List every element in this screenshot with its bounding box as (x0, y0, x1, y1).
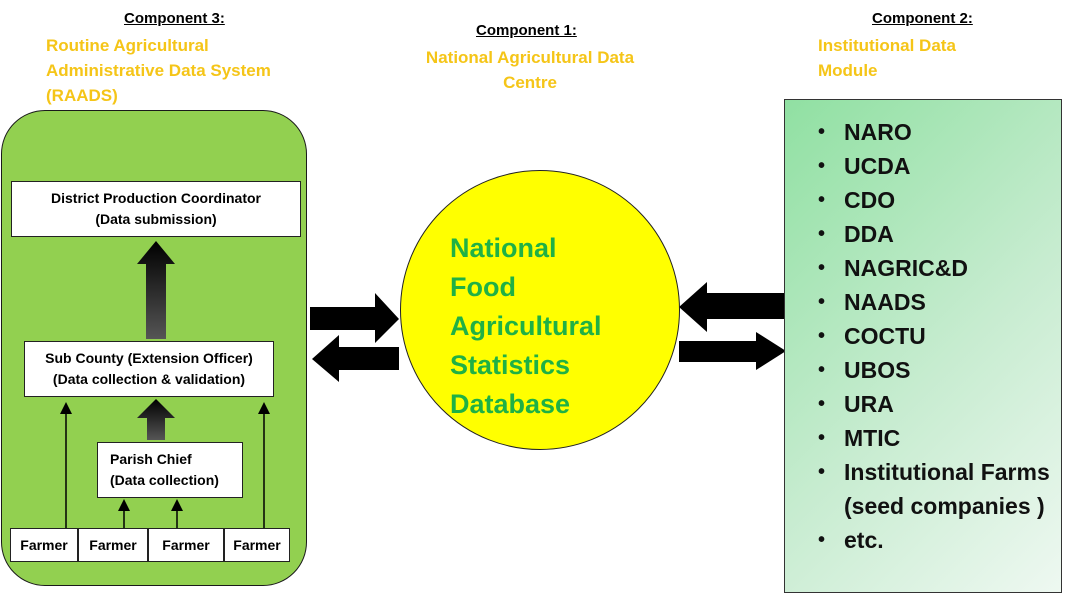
sub-county-box: Sub County (Extension Officer) (Data col… (24, 341, 274, 397)
institution-item: • COCTU (816, 319, 1056, 353)
district-box-line: (Data submission) (95, 211, 217, 227)
bullet-icon: • (818, 291, 826, 313)
database-circle (400, 170, 680, 450)
bullet-icon: • (818, 257, 826, 279)
bullet-icon: • (818, 189, 826, 211)
arrow-database-to-institutions (679, 332, 786, 370)
institution-item: • CDO (816, 183, 1056, 217)
sub-county-box-line: (Data collection & validation) (52, 371, 246, 387)
component-3-title-line: Routine Agricultural (46, 36, 209, 55)
institution-name: UCDA (844, 153, 911, 179)
component-3-label: Component 3: (124, 10, 225, 27)
database-label-line: Database (450, 389, 571, 419)
district-coordinator-box: District Production Coordinator (Data su… (11, 181, 301, 237)
institution-name: UBOS (844, 357, 911, 383)
institution-item: • NAADS (816, 285, 1056, 319)
up-arrow-to-district (137, 241, 175, 339)
arrow-database-to-raads (312, 335, 399, 382)
institution-name: URA (844, 391, 894, 417)
institution-item: • DDA (816, 217, 1056, 251)
farmer-box: Farmer (10, 528, 78, 562)
institution-name: NAADS (844, 289, 926, 315)
institution-name: Institutional Farms (seed companies ) (844, 459, 1050, 519)
component-3-title-line: (RAADS) (46, 86, 118, 105)
bullet-icon: • (818, 359, 826, 381)
institution-item: • Institutional Farms (seed companies ) (816, 455, 1056, 523)
arrow-institutions-to-database (679, 282, 786, 332)
component-3-title: Routine Agricultural Administrative Data… (46, 33, 271, 108)
component-1-title-line: Centre (503, 73, 557, 92)
component-2-title-line: Institutional Data (818, 36, 956, 55)
institution-name: COCTU (844, 323, 926, 349)
component-1-title-line: National Agricultural Data (425, 48, 635, 67)
institution-name: MTIC (844, 425, 901, 451)
bullet-icon: • (818, 427, 826, 449)
database-label-line: Agricultural (450, 311, 602, 341)
arrow-raads-to-database (310, 293, 399, 343)
bullet-icon: • (818, 393, 826, 415)
database-label-line: Statistics (450, 350, 571, 380)
component-3-title-line: Administrative Data System (46, 61, 271, 80)
component-2-label: Component 2: (872, 10, 973, 27)
parish-chief-box: Parish Chief (Data collection) (97, 442, 243, 498)
institution-item: • NAGRIC&D (816, 251, 1056, 285)
sub-county-box-line: Sub County (Extension Officer) (45, 350, 253, 366)
bullet-icon: • (818, 529, 826, 551)
bullet-icon: • (818, 223, 826, 245)
component-2-title-line: Module (818, 61, 878, 80)
district-box-line: District Production Coordinator (51, 190, 261, 206)
institution-item: • NARO (816, 115, 1056, 149)
institutions-panel (784, 99, 1062, 593)
institution-name: CDO (844, 187, 896, 213)
institution-name: NARO (844, 119, 912, 145)
component-1-title: National Agricultural Data Centre (380, 45, 680, 95)
institution-item: • UBOS (816, 353, 1056, 387)
database-label-line: National (450, 233, 557, 263)
farmer-box: Farmer (78, 528, 148, 562)
parish-box-line: (Data collection) (110, 472, 219, 488)
institution-name: DDA (844, 221, 894, 247)
institution-name: NAGRIC&D (844, 255, 968, 281)
bullet-icon: • (818, 155, 826, 177)
component-2-title: Institutional Data Module (818, 33, 956, 83)
up-arrow-to-sub-county (137, 399, 175, 440)
bullet-icon: • (818, 325, 826, 347)
institutions-list: • NARO • UCDA • CDO • DDA • NAGRIC&D • NAADS •… (816, 115, 1056, 557)
parish-box-line: Parish Chief (110, 451, 192, 467)
farmer-box: Farmer (224, 528, 290, 562)
bullet-icon: • (818, 461, 826, 483)
institution-item: • UCDA (816, 149, 1056, 183)
bullet-icon: • (818, 121, 826, 143)
institution-name: etc. (844, 527, 884, 553)
institution-item: • MTIC (816, 421, 1056, 455)
institution-item: • etc. (816, 523, 1056, 557)
database-label-line: Food (450, 272, 516, 302)
farmer-box: Farmer (148, 528, 224, 562)
institution-item: • URA (816, 387, 1056, 421)
component-1-label: Component 1: (476, 22, 577, 39)
